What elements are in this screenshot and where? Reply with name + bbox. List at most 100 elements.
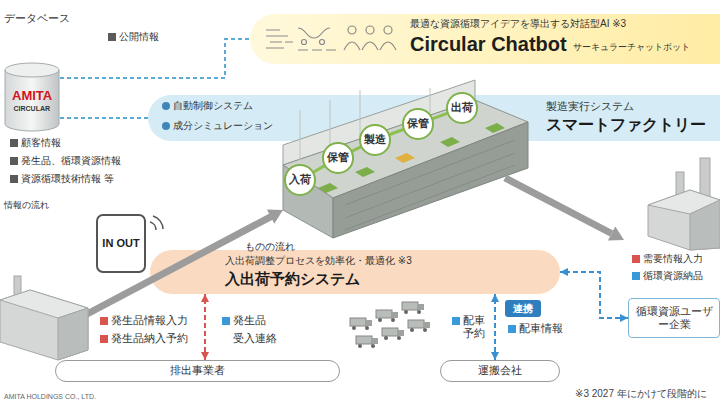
truck-icons xyxy=(356,336,372,344)
band-grounds xyxy=(148,14,720,294)
chatbot-icons xyxy=(320,40,325,45)
label-text: 循環資源納品 xyxy=(643,270,703,282)
node-text: サーキュラーチャットボット xyxy=(573,42,690,53)
truck-icons xyxy=(402,302,424,314)
truck-icons xyxy=(366,320,372,326)
truck-icons xyxy=(424,322,430,328)
database-cylinder: データベースAMITACIRCULAR xyxy=(4,62,60,132)
emitter-factory-illustration xyxy=(58,308,88,360)
bullet-square xyxy=(108,33,116,41)
truck-icons xyxy=(371,344,375,348)
bullet-square xyxy=(632,255,640,263)
label-text: 需要情報入力 xyxy=(643,253,703,265)
factory-illustration xyxy=(395,153,415,163)
factory-illustration xyxy=(283,80,528,238)
flow-connector xyxy=(494,294,496,360)
chatbot-icons xyxy=(298,28,330,38)
node-text: 入荷 xyxy=(289,173,311,186)
bullet-square xyxy=(632,272,640,280)
emitter-factory-illustration xyxy=(0,290,88,360)
party-box: 運搬会社 xyxy=(440,360,560,382)
band-ground xyxy=(250,14,720,64)
factory-illustration xyxy=(355,167,375,177)
chatbot-icons xyxy=(384,26,392,34)
bullet-square xyxy=(452,317,460,325)
band-ground xyxy=(150,250,560,294)
label-text: IN OUT xyxy=(97,237,145,250)
phone-icon xyxy=(150,216,163,230)
truck-icons xyxy=(398,330,404,336)
chatbot-icons xyxy=(266,26,396,50)
user-factory-illustration xyxy=(700,158,710,198)
truck-icons xyxy=(365,326,369,330)
bullet-dot xyxy=(162,122,170,130)
label-text: 資源循環技術情報 等 xyxy=(21,173,114,185)
factory-illustration xyxy=(440,137,460,147)
truck-icons xyxy=(417,310,421,314)
factory-illustration xyxy=(318,183,338,193)
factory-illustration xyxy=(333,122,528,238)
factory-illustration xyxy=(283,165,333,238)
label-text: 情報の流れ xyxy=(4,200,49,211)
node-text: 製造 xyxy=(364,133,386,146)
label-text: 発生品情報入力 xyxy=(111,314,188,327)
goods-flow-arrow xyxy=(608,226,624,240)
label-text: 受入連絡 xyxy=(233,332,277,345)
node-text: 入出荷予約システム xyxy=(225,270,360,288)
truck-icons xyxy=(408,320,424,328)
label-text: ※3 2027 年にかけて段階的に xyxy=(575,388,707,400)
goods-flow-arrow xyxy=(505,178,612,234)
reservation-band: 入出荷調整プロセスを効率化・最適化 ※3 入出荷予約システム xyxy=(150,250,560,294)
cylinder-top xyxy=(5,63,59,77)
truck-icons xyxy=(350,302,430,348)
goods-flow-arrow xyxy=(267,210,283,224)
label-text: 発生品納入予約 xyxy=(111,332,188,345)
chatbot-band: 最適な資源循環アイデアを導出する対話型AI ※3Circular Chatbot… xyxy=(250,14,720,64)
flow-connector xyxy=(352,147,361,151)
process-circle: 製造 xyxy=(359,124,391,156)
truck-icons xyxy=(410,328,414,332)
flow-connector xyxy=(314,166,325,172)
phone-icon xyxy=(97,215,163,272)
node-text: 製造実行システム xyxy=(546,100,634,113)
link-badge: 連携 xyxy=(505,300,541,317)
truck-icons xyxy=(382,328,398,336)
label-text: 成分シミュレーション xyxy=(173,120,273,132)
truck-icons xyxy=(372,338,378,344)
chatbot-icons xyxy=(348,26,356,34)
bullet-square xyxy=(508,325,516,333)
truck-icons xyxy=(418,304,424,310)
truck-icons xyxy=(356,336,378,348)
flow-connector xyxy=(60,117,148,119)
label-text: 公開情報 xyxy=(119,31,159,43)
node-text: 保管 xyxy=(327,151,349,164)
chatbot-icons xyxy=(362,42,378,50)
node-text: データベース xyxy=(4,12,70,25)
node-text: 入出荷調整プロセスを効率化・最適化 ※3 xyxy=(225,255,412,267)
party-box: 循環資源ユーザー企業 xyxy=(628,298,720,338)
label-text: 自動制御システム xyxy=(173,100,253,112)
bullet-square xyxy=(10,175,18,183)
node-text: CIRCULAR xyxy=(14,105,51,113)
user-factory-illustration xyxy=(648,190,720,250)
truck-icons xyxy=(408,320,430,332)
goods-flow-arrow xyxy=(72,178,624,322)
node-text: 循環資源ユーザー企業 xyxy=(635,305,713,331)
emitter-factory-illustration xyxy=(0,276,88,360)
chatbot-icons xyxy=(302,40,307,45)
bullet-square xyxy=(100,317,108,325)
chatbot-icons xyxy=(366,26,374,34)
bullet-square xyxy=(100,335,108,343)
flow-connector xyxy=(204,294,206,360)
node-text: 出荷 xyxy=(451,101,473,114)
process-circle: 入荷 xyxy=(284,164,316,196)
bullet-square xyxy=(222,317,230,325)
truck-icons xyxy=(378,318,382,322)
chatbot-icons xyxy=(344,42,360,50)
node-text: 排出事業者 xyxy=(170,364,225,377)
node-text: Circular Chatbot xyxy=(410,32,567,56)
flow-connector xyxy=(390,130,403,135)
label-text: ものの流れ xyxy=(245,241,295,253)
